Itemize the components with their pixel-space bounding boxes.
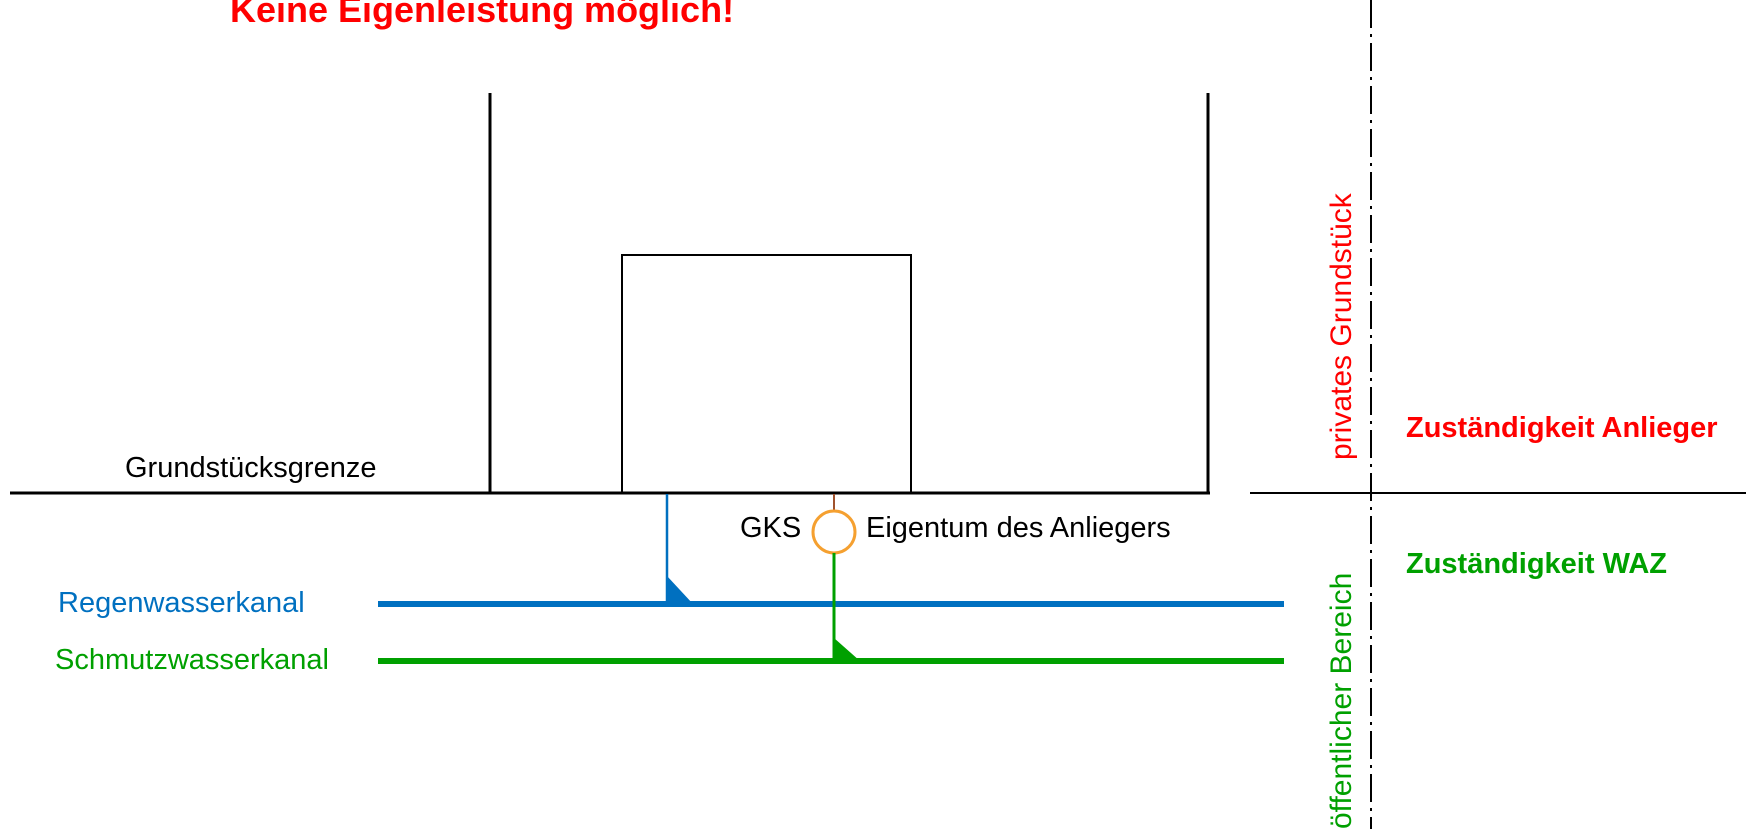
- owner-property-label: Eigentum des Anliegers: [866, 512, 1171, 544]
- responsibility-waz-label: Zuständigkeit WAZ: [1406, 548, 1667, 580]
- inspection-shaft-label: GKS: [740, 512, 801, 544]
- diagram-title: Keine Eigenleistung möglich!: [230, 0, 734, 30]
- house-outline: [621, 254, 912, 494]
- private-area-label: privates Grundstück: [1325, 192, 1358, 460]
- responsibility-owner-label: Zuständigkeit Anlieger: [1406, 412, 1718, 444]
- property-boundary-label: Grundstücksgrenze: [125, 452, 376, 484]
- wastewater-sewer-label: Schmutzwasserkanal: [55, 644, 329, 676]
- rainwater-sewer-label: Regenwasserkanal: [58, 587, 305, 619]
- inspection-shaft-icon: [811, 509, 857, 555]
- wastewater-junction-marker: [834, 638, 860, 661]
- rainwater-junction-marker: [667, 576, 693, 604]
- public-area-label: öffentlicher Bereich: [1325, 573, 1358, 829]
